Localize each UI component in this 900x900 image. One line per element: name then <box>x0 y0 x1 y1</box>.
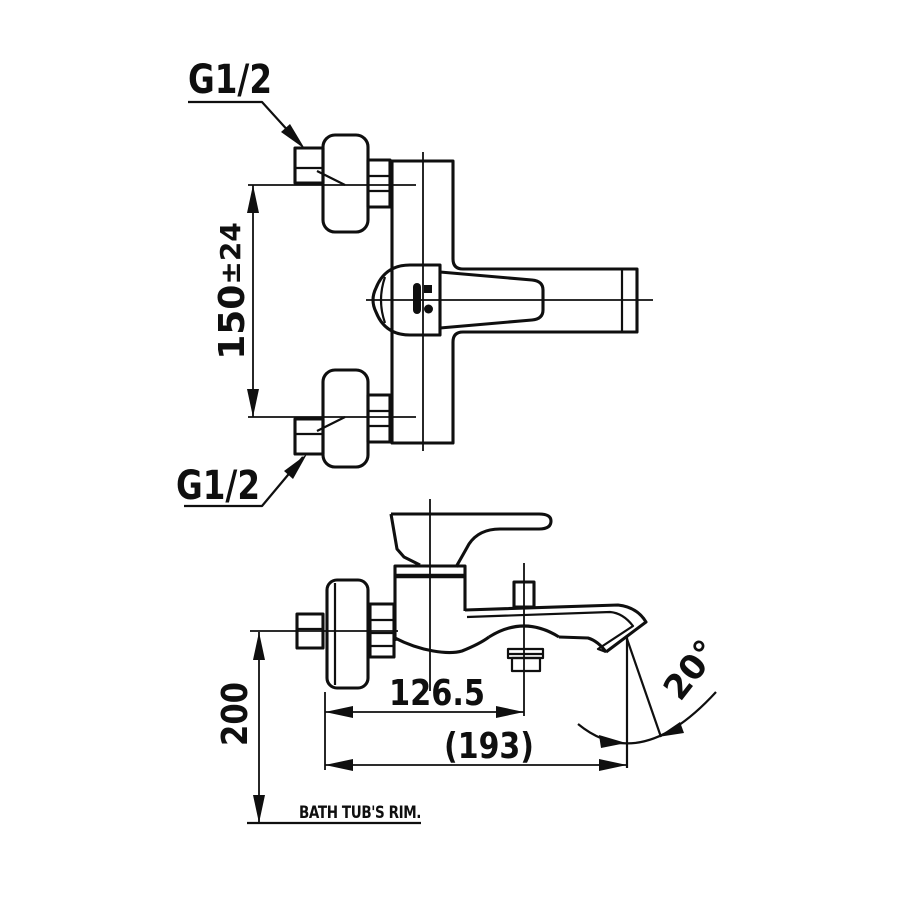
handle-hub-cap <box>371 263 442 337</box>
hex-nut <box>295 612 325 650</box>
eccentric-offset-line <box>316 170 346 186</box>
dimension-inlet-spacing: 150±24 <box>212 185 259 417</box>
arrowhead-right-icon <box>496 706 524 718</box>
spout <box>394 580 648 673</box>
rim-note-text: BATH TUB'S RIM. <box>299 803 421 823</box>
side-inlet-assembly <box>295 578 396 690</box>
dimension-text: 126.5 <box>389 673 485 714</box>
spout-inner-line <box>466 610 635 654</box>
hot-dot-mark <box>424 304 433 314</box>
mixer-body-plate <box>390 159 639 445</box>
bottom-inlet-assembly <box>293 368 392 469</box>
lever-base <box>389 513 421 567</box>
dimension-aerator-offset: 126.5 <box>324 673 524 770</box>
leader-arrowhead-icon <box>284 454 307 479</box>
angle-text: 20° <box>656 633 727 708</box>
cold-square-mark <box>424 285 432 293</box>
connector-nut-facet-lines <box>368 174 390 193</box>
top-inlet-assembly <box>293 133 392 234</box>
arrowhead-down-icon <box>253 795 265 823</box>
label-thread-bottom: G1/2 <box>176 454 307 509</box>
arrowhead-up-icon <box>247 185 259 213</box>
leader-line <box>188 100 302 146</box>
dimension-overall-reach: (193) <box>325 726 627 771</box>
dimension-text: 200 <box>215 682 256 746</box>
arrowhead-up-icon <box>253 632 265 660</box>
thread-label: G1/2 <box>176 463 260 509</box>
hex-nut <box>293 417 325 456</box>
arrowhead-right-icon <box>599 759 627 771</box>
diverter-knob <box>512 580 536 609</box>
aerator-cup <box>510 656 542 673</box>
connector-nut <box>366 393 392 444</box>
side-view: 20° 126.5 (193) 200 BATH TUB'S RIM. <box>215 499 727 825</box>
arc-arrowhead-right-icon <box>658 722 684 737</box>
arrowhead-down-icon <box>247 389 259 417</box>
arrowhead-left-icon <box>325 759 353 771</box>
rim-reference: BATH TUB'S RIM. <box>247 803 422 825</box>
wall-flange <box>325 578 370 690</box>
aerator <box>506 647 545 673</box>
leader-arrowhead-icon <box>281 124 305 149</box>
wall-flange <box>321 368 370 469</box>
eccentric-offset-line <box>316 416 346 432</box>
mixer-body <box>393 564 467 641</box>
spout-underside-right <box>558 635 608 653</box>
connector-nut-facet-lines <box>368 409 390 428</box>
angled-reference-line <box>624 635 663 738</box>
wall-flange <box>321 133 370 234</box>
lever-handle <box>389 512 553 568</box>
hub-cap-seam <box>379 276 387 324</box>
arc-arrowhead-left-icon <box>599 735 626 748</box>
dimension-text: 150±24 <box>212 222 253 360</box>
thread-label: G1/2 <box>188 57 272 103</box>
dimension-height-above-rim: 200 <box>215 632 265 823</box>
front-view: 150±24 G1/2 G1/2 <box>176 57 653 509</box>
spout-top-outline <box>464 603 648 654</box>
connector-nut-facet-lines <box>370 618 394 648</box>
aerator-arch <box>488 624 560 639</box>
temp-bar-mark <box>413 283 421 314</box>
spout-underside <box>394 635 490 655</box>
connector-nut <box>366 158 392 209</box>
hex-nut <box>293 146 325 185</box>
lever-arm <box>391 512 553 568</box>
arrowhead-left-icon <box>325 706 353 718</box>
angle-arc <box>577 691 717 745</box>
angle-dimension: 20° <box>577 633 727 768</box>
handle-cone <box>439 270 545 330</box>
dimension-text: (193) <box>444 726 534 767</box>
temperature-indicator-icon <box>413 283 433 314</box>
label-thread-top: G1/2 <box>188 57 305 149</box>
